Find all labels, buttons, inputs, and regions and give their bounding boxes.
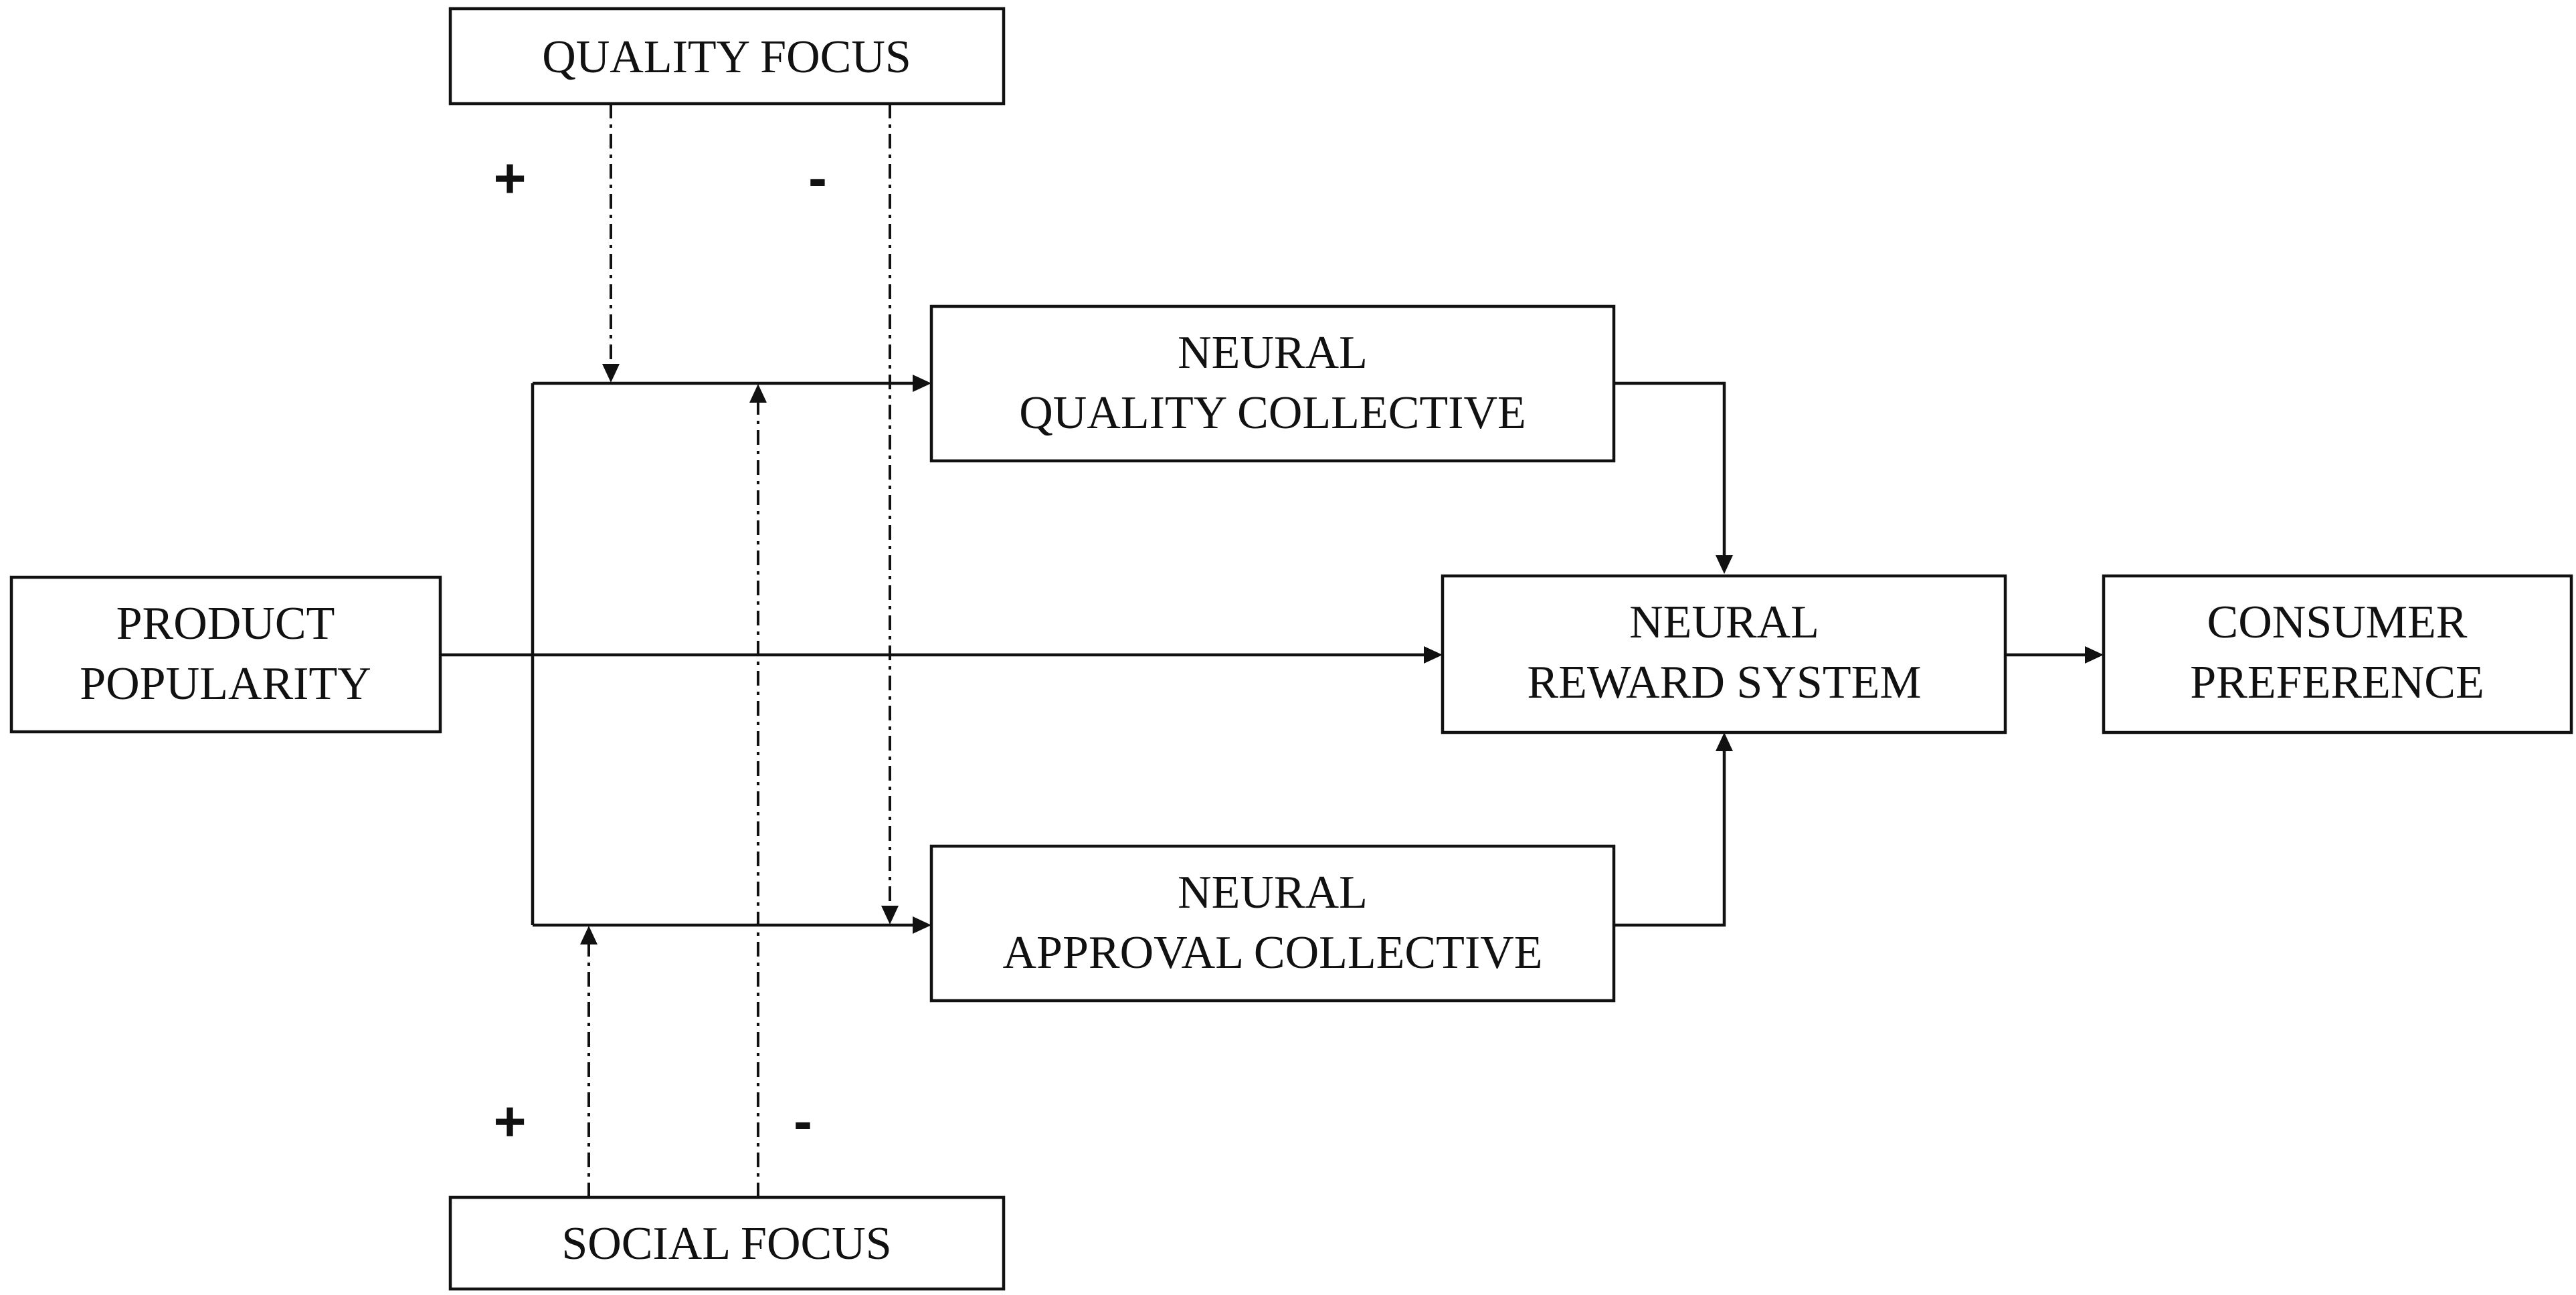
sign-social-minus: -: [794, 1090, 812, 1153]
node-neural-quality-collective-line-2: QUALITY COLLECTIVE: [1019, 387, 1526, 439]
arrowhead-quality-focus-minus: [881, 906, 899, 924]
node-social-focus: SOCIAL FOCUS: [448, 1195, 1006, 1291]
node-neural-quality-collective: NEURAL QUALITY COLLECTIVE: [929, 304, 1616, 463]
arrowhead-consumer-preference: [2085, 646, 2104, 664]
edge-approval-collective-to-reward: [1614, 746, 1726, 927]
arrowhead-reward-top: [1716, 555, 1733, 574]
node-neural-quality-collective-line-1: NEURAL: [1178, 327, 1368, 379]
arrowhead-approval-collective: [913, 916, 931, 934]
node-neural-approval-collective-line-2: APPROVAL COLLECTIVE: [1003, 927, 1543, 979]
node-neural-approval-collective: NEURAL APPROVAL COLLECTIVE: [929, 844, 1616, 1003]
node-product-popularity-line-1: PRODUCT: [116, 598, 335, 650]
node-neural-reward-system: NEURAL REWARD SYSTEM: [1441, 574, 2007, 734]
arrowhead-quality-collective: [913, 375, 931, 392]
node-neural-reward-system-line-1: NEURAL: [1629, 597, 1819, 648]
connectors: [440, 104, 2104, 1197]
node-social-focus-label: SOCIAL FOCUS: [561, 1218, 891, 1270]
arrowhead-quality-focus-plus: [602, 364, 620, 383]
arrowhead-social-focus-plus: [580, 926, 597, 944]
node-neural-approval-collective-line-1: NEURAL: [1178, 867, 1368, 918]
node-product-popularity-line-2: POPULARITY: [80, 658, 371, 710]
node-consumer-preference: CONSUMER PREFERENCE: [2102, 574, 2573, 734]
node-consumer-preference-line-1: CONSUMER: [2207, 597, 2468, 648]
arrowhead-social-focus-minus: [749, 384, 767, 403]
edge-quality-collective-to-reward: [1614, 381, 1726, 561]
sign-quality-plus: +: [493, 146, 526, 209]
node-product-popularity: PRODUCT POPULARITY: [9, 575, 442, 734]
node-consumer-preference-line-2: PREFERENCE: [2190, 657, 2484, 708]
sign-quality-minus: -: [808, 146, 827, 209]
node-quality-focus: QUALITY FOCUS: [448, 7, 1006, 106]
sign-social-plus: +: [493, 1090, 526, 1153]
arrowhead-reward-bottom: [1716, 732, 1733, 751]
arrowhead-reward-left: [1424, 646, 1443, 664]
node-quality-focus-label: QUALITY FOCUS: [542, 31, 911, 83]
node-neural-reward-system-line-2: REWARD SYSTEM: [1527, 657, 1921, 708]
